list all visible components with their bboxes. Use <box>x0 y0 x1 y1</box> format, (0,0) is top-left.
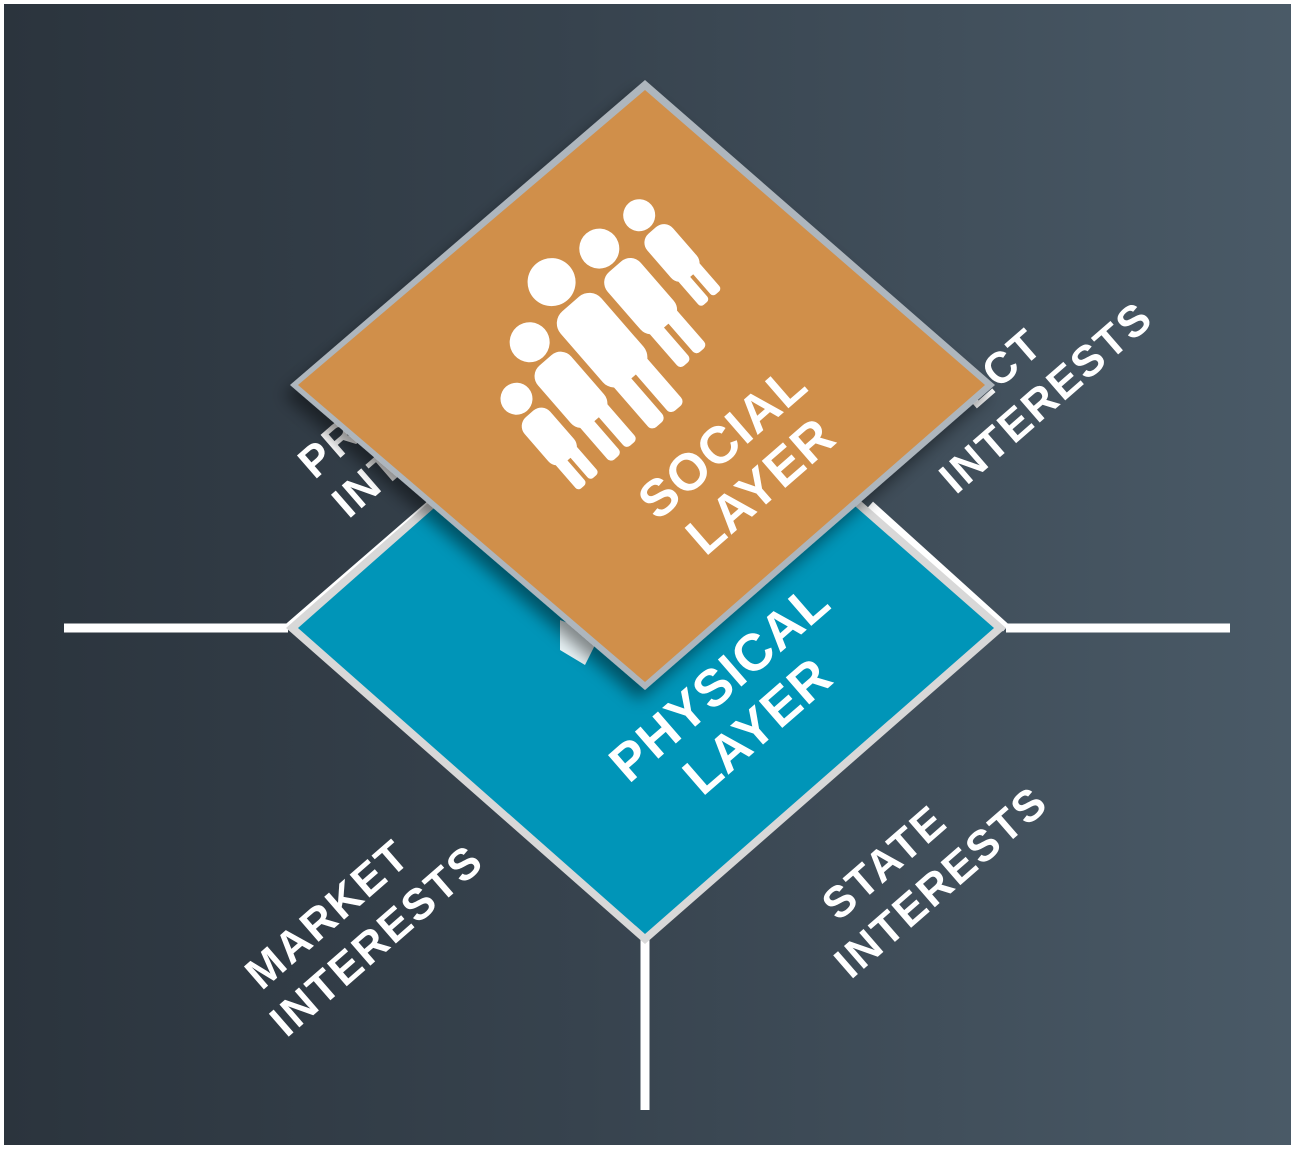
diagram-stage: PHYSICAL LAYER PR INT ECT INTERESTS <box>4 4 1291 1145</box>
divider-upper-right <box>866 501 1010 632</box>
layers-diagram: PHYSICAL LAYER PR INT ECT INTERESTS <box>64 80 1230 1110</box>
social-layer: SOCIAL LAYER <box>290 80 995 690</box>
people-group-icon <box>500 199 721 490</box>
market-interests-label: MARKET INTERESTS <box>236 830 493 1046</box>
social-layer-fill <box>298 90 985 682</box>
